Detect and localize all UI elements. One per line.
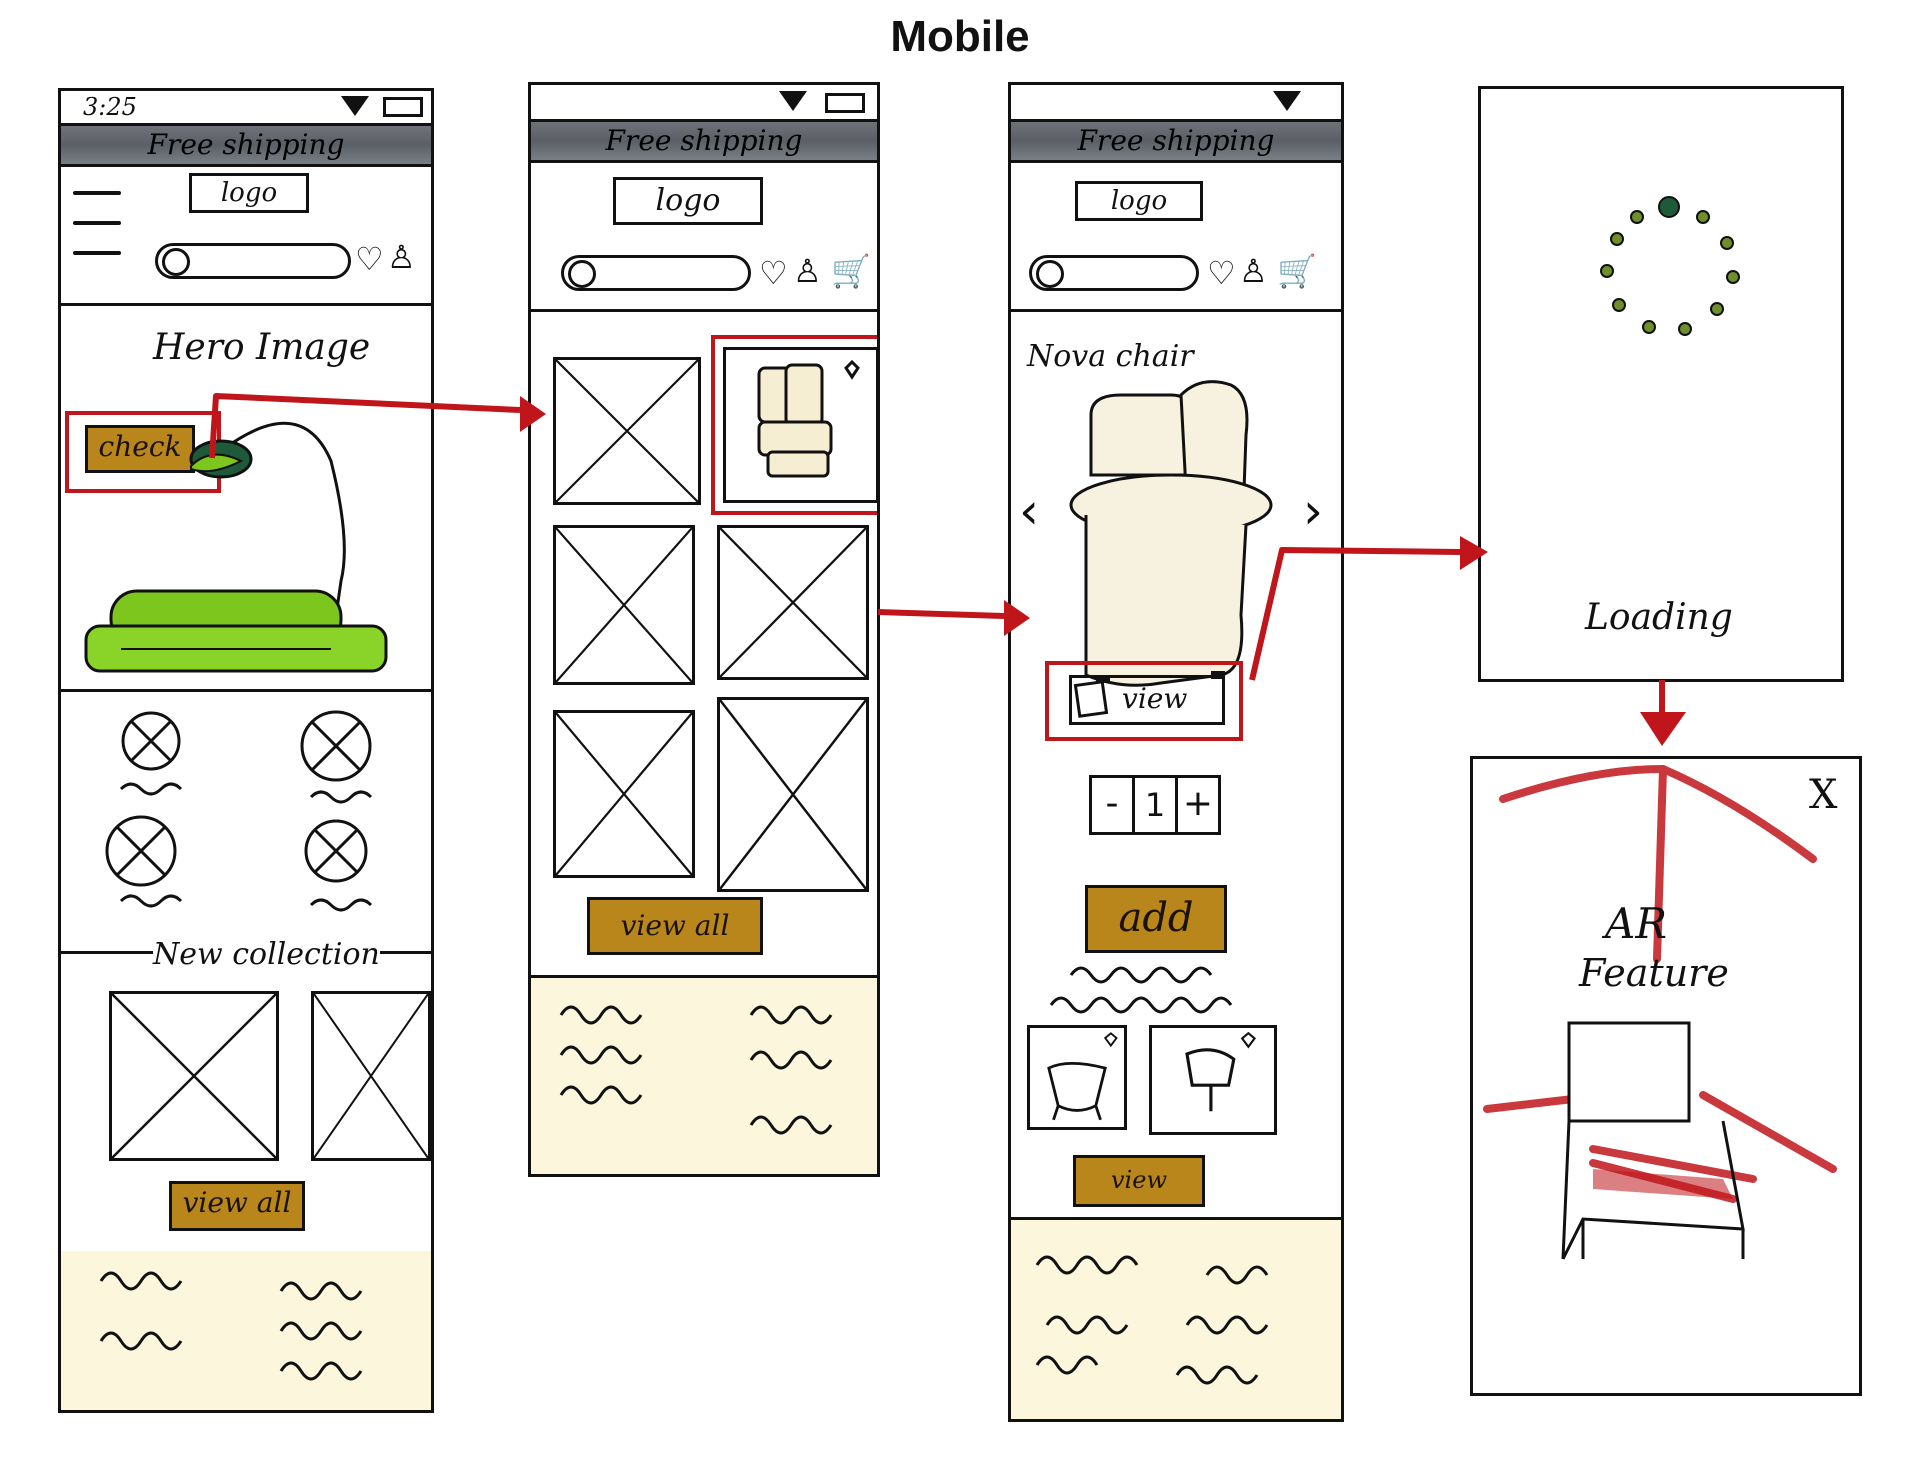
divider [61, 689, 431, 692]
close-icon[interactable]: X [1809, 772, 1838, 818]
hero-check-button[interactable]: check [85, 425, 195, 473]
divider [61, 303, 431, 306]
divider [531, 975, 877, 978]
hero-label: Hero Image [153, 327, 371, 368]
free-shipping-banner: Free shipping [531, 119, 877, 163]
view-more-button[interactable]: view more [1073, 1155, 1205, 1238]
highlight-product [711, 335, 877, 515]
product-card-selected[interactable] [723, 347, 877, 503]
screen-catalog: Free shipping logo ♡ ♙ 🛒 view all [528, 82, 880, 1177]
product-card[interactable] [553, 357, 701, 505]
ar-title: AR [1605, 899, 1667, 948]
heart-icon[interactable]: ♡ [355, 240, 384, 278]
divider [1011, 1217, 1341, 1220]
status-bar: 3:25 [61, 91, 431, 127]
related-product[interactable] [1149, 1025, 1277, 1135]
footer [61, 1251, 431, 1410]
heart-icon[interactable]: ♡ [1207, 254, 1236, 292]
search-icon [162, 248, 190, 276]
search-input[interactable] [155, 243, 351, 279]
footer-links [99, 1271, 363, 1381]
battery-icon [383, 97, 423, 117]
spinner-icon [1600, 196, 1740, 336]
ar-view-label: view [1122, 682, 1188, 715]
hero-image [84, 421, 388, 673]
qty-minus-button[interactable]: - [1092, 778, 1135, 832]
chevron-left-icon[interactable]: ‹ [1019, 482, 1039, 540]
free-shipping-banner: Free shipping [61, 123, 431, 167]
product-card[interactable] [717, 697, 869, 892]
footer [531, 978, 877, 1174]
screen-home: 3:25 Free shipping logo ♡ ♙ Hero Image c… [58, 88, 434, 1413]
product-card[interactable] [553, 525, 695, 685]
footer-links [559, 1005, 833, 1135]
divider [1011, 309, 1341, 312]
view-all-button[interactable]: view all [587, 897, 763, 955]
product-name: Nova chair [1027, 339, 1194, 374]
collection-image[interactable] [311, 991, 431, 1161]
page-title: Mobile [890, 12, 1030, 61]
new-collection-label: New collection [153, 937, 380, 972]
add-to-cart-button[interactable]: add [1085, 885, 1227, 953]
product-description [1049, 966, 1233, 1014]
user-icon[interactable]: ♙ [793, 252, 822, 290]
footer-links [1035, 1255, 1269, 1385]
search-icon [1036, 260, 1064, 288]
product-card[interactable] [717, 525, 869, 680]
view-all-button[interactable]: view all [169, 1181, 305, 1231]
ar-cube-icon [1073, 680, 1109, 718]
heart-icon[interactable]: ♡ [759, 254, 788, 292]
screen-loading: Loading [1478, 86, 1844, 682]
wifi-icon [1273, 91, 1301, 111]
quantity-stepper[interactable]: - 1 + [1089, 775, 1221, 835]
user-icon[interactable]: ♙ [1239, 252, 1268, 290]
logo[interactable]: logo [1075, 181, 1203, 221]
screen-product: Free shipping logo ♡ ♙ 🛒 Nova chair ‹ › … [1008, 82, 1344, 1422]
logo[interactable]: logo [613, 177, 763, 225]
menu-icon[interactable] [73, 191, 121, 195]
divider [531, 309, 877, 312]
menu-icon-line [73, 251, 121, 255]
loading-label: Loading [1585, 597, 1733, 638]
search-input[interactable] [1029, 255, 1199, 291]
footer [1011, 1220, 1341, 1419]
ar-scene [1483, 765, 1837, 1260]
logo[interactable]: logo [189, 173, 309, 213]
screen-ar: X AR Feature [1470, 756, 1862, 1396]
user-icon[interactable]: ♙ [387, 238, 416, 276]
qty-plus-button[interactable]: + [1182, 783, 1214, 824]
wifi-icon [341, 96, 369, 116]
search-input[interactable] [561, 255, 751, 291]
chevron-right-icon[interactable]: › [1303, 482, 1323, 540]
ar-view-button[interactable]: view [1069, 675, 1225, 725]
category-grid [105, 710, 373, 912]
related-product[interactable] [1027, 1025, 1127, 1130]
qty-value: 1 [1135, 778, 1178, 832]
cart-icon[interactable]: 🛒 [831, 252, 871, 290]
wifi-icon [779, 91, 807, 111]
search-icon [568, 260, 596, 288]
menu-icon-line [73, 221, 121, 225]
product-card[interactable] [553, 710, 695, 878]
cart-icon[interactable]: 🛒 [1277, 252, 1317, 290]
battery-icon [825, 93, 865, 113]
status-time: 3:25 [83, 93, 137, 121]
product-image [1069, 380, 1273, 687]
ar-subtitle: Feature [1579, 951, 1729, 995]
collection-image[interactable] [109, 991, 279, 1161]
free-shipping-banner: Free shipping [1011, 119, 1341, 163]
highlight-ar-view [1045, 661, 1243, 741]
